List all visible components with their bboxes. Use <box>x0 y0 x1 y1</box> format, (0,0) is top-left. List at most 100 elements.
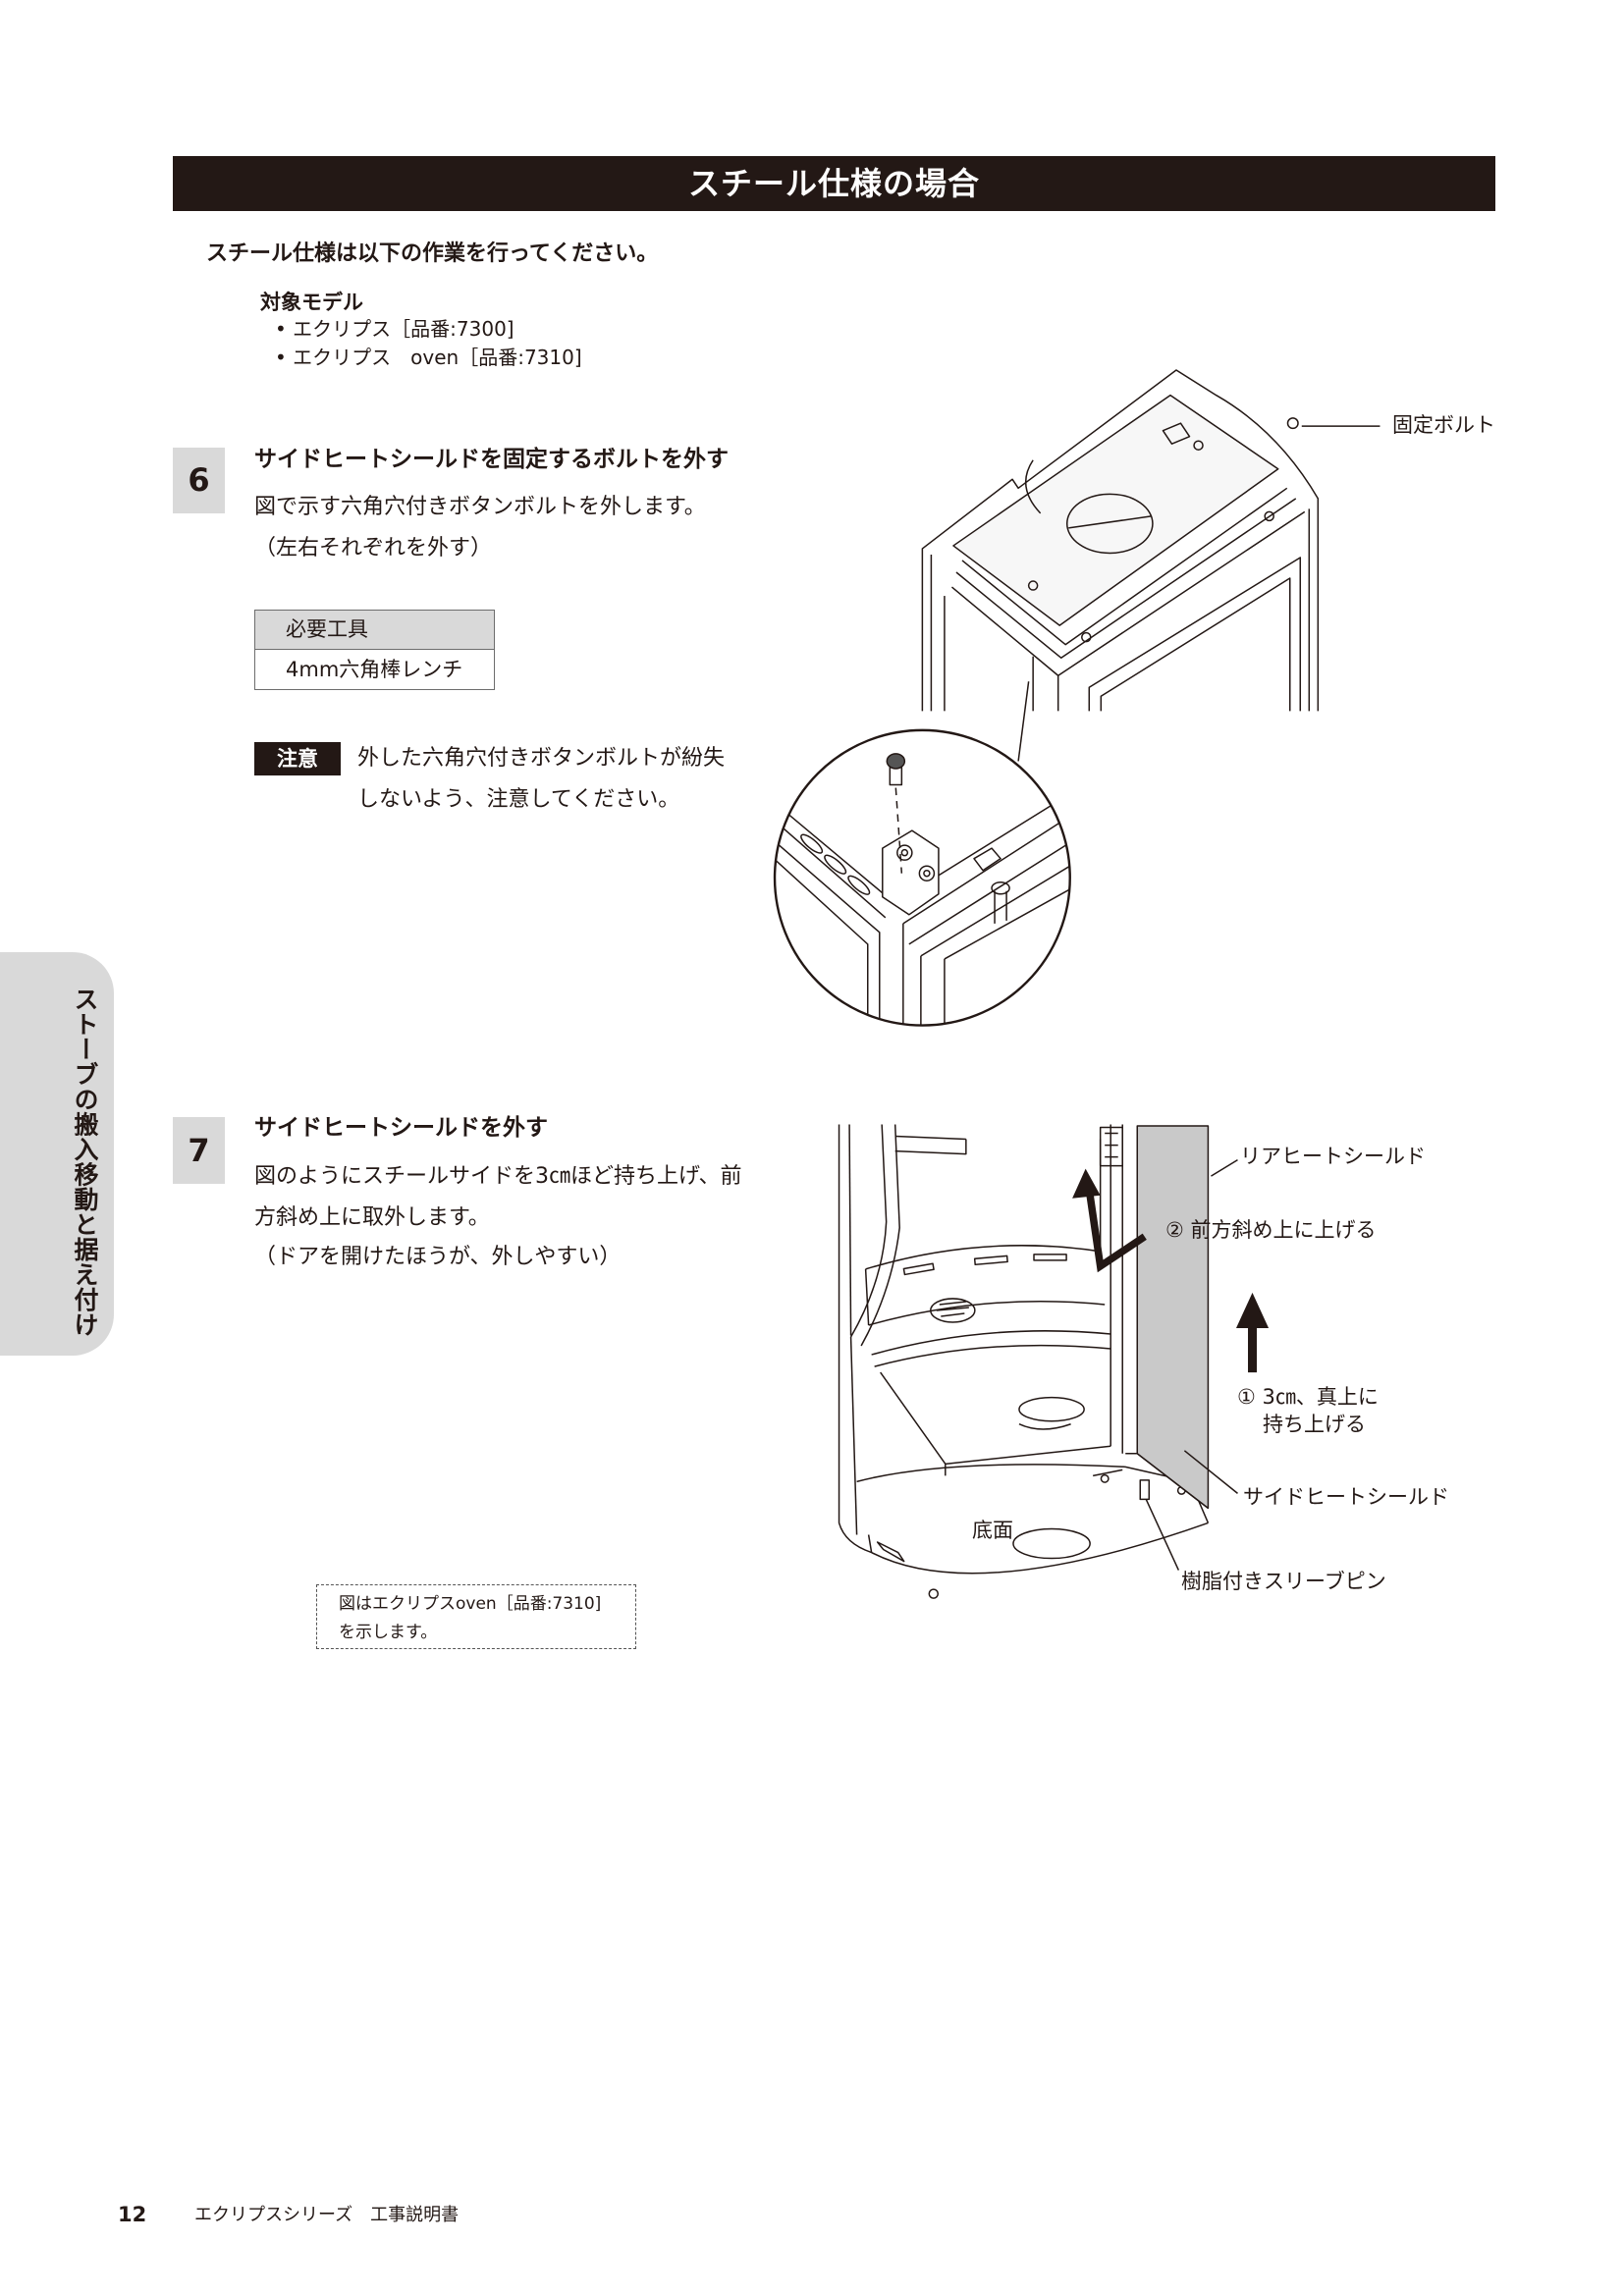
front-band <box>864 1269 869 1326</box>
step-6-text: （左右それぞれを外す） <box>254 536 493 561</box>
stove-bottom-drawing <box>838 1124 1209 1600</box>
chapter-side-tab-text: ストーブの搬入移動と据え付け <box>71 987 99 1337</box>
rear-shield-label: リアヒートシールド <box>1240 1145 1426 1168</box>
rail-line <box>775 852 869 1026</box>
figure-note-text: を示します。 <box>339 1623 438 1642</box>
stove-outline <box>921 369 1320 712</box>
step-6-title: サイドヒートシールドを固定するボルトを外す <box>254 447 729 472</box>
rail-line <box>775 814 887 919</box>
sleeve-pin-label: 樹脂付きスリーブピン <box>1181 1570 1386 1593</box>
section-title: スチール仕様の場合 <box>687 165 980 202</box>
figure-note-text: 図はエクリプスoven［品番:7310] <box>339 1594 602 1614</box>
intro-text: スチール仕様は以下の作業を行ってください。 <box>206 241 659 266</box>
stove-top-drawing <box>921 369 1380 762</box>
rail-line <box>902 810 1070 925</box>
target-models-heading: 対象モデル <box>260 291 363 314</box>
lower-band <box>873 1345 1110 1368</box>
front-band <box>864 1245 1101 1270</box>
lift-up-arrow-icon <box>1235 1293 1269 1373</box>
step-7-text: 図のようにスチールサイドを3㎝ほど持ち上げ、前 <box>254 1164 742 1189</box>
bottom-hole <box>1011 1527 1091 1560</box>
rail-line <box>920 861 1070 957</box>
back-bracket <box>1162 422 1191 445</box>
lift-forward-label: ② 前方斜め上に上げる <box>1165 1218 1377 1242</box>
removed-bolt-shaft <box>889 767 903 786</box>
bottom-label: 底面 <box>972 1519 1013 1542</box>
rail-slot <box>824 854 847 875</box>
flue-hole-split <box>1068 515 1152 529</box>
rear-bracket <box>1104 1132 1118 1158</box>
left-wall <box>849 1337 857 1535</box>
bracket <box>882 829 940 916</box>
removal-path-dashed <box>894 787 903 874</box>
figure-note-box: 図はエクリプスoven［品番:7310] を示します。 <box>316 1584 636 1649</box>
rail-slot <box>847 875 871 895</box>
frame-line <box>944 884 1070 960</box>
front-rail <box>955 498 1297 659</box>
door-frame <box>849 1124 887 1338</box>
upper-opening <box>894 1139 967 1155</box>
front-band <box>867 1301 1105 1326</box>
lift-up-label-2: 持ち上げる <box>1263 1413 1366 1436</box>
rail-line <box>775 834 881 1026</box>
leader-lines <box>1145 1159 1238 1572</box>
bolt-icon <box>896 844 913 861</box>
chapter-side-tab: ストーブの搬入移動と据え付け <box>0 952 114 1356</box>
bottom-plate <box>855 1464 1209 1523</box>
model-item: • エクリプス［品番:7300] <box>275 317 514 341</box>
movement-arrows <box>1071 1168 1269 1373</box>
stove-bottom-figure <box>838 1124 1269 1600</box>
removed-bolt-head-icon <box>886 753 906 770</box>
caution-text: 外した六角穴付きボタンボルトが紛失 <box>357 746 726 771</box>
footer-title: エクリプスシリーズ 工事説明書 <box>194 2205 460 2225</box>
step-7-text: 方斜め上に取外します。 <box>254 1205 490 1230</box>
side-shield-leader <box>1183 1450 1238 1495</box>
fixing-bolt-label: 固定ボルト <box>1392 413 1495 437</box>
rear-bracket <box>1099 1126 1123 1167</box>
side-heat-shield <box>1136 1125 1209 1510</box>
inner-hole <box>1017 1397 1085 1422</box>
step-number-6: 6 <box>173 448 225 513</box>
side-shield-edge <box>1124 1453 1209 1510</box>
lower-band <box>870 1330 1110 1356</box>
bolt-icon <box>900 848 909 857</box>
inner-floor <box>879 1371 1110 1466</box>
front-rail <box>961 487 1288 646</box>
rail-line <box>775 795 895 904</box>
required-tools-table: 必要工具 4mm六角棒レンチ <box>254 610 495 690</box>
section-header-bar: スチール仕様の場合 <box>173 156 1495 211</box>
flue-hole <box>1065 493 1154 555</box>
bolt-icon <box>1193 440 1204 451</box>
post-bolt-icon <box>991 881 1010 895</box>
bottom-plate <box>838 1522 1209 1575</box>
step-6-text: 図で示す六角穴付きボタンボルトを外します。 <box>254 495 706 519</box>
required-tools-header: 必要工具 <box>255 611 494 650</box>
door-frame <box>859 1124 900 1347</box>
upper-opening <box>894 1135 966 1141</box>
bolt-icon <box>1027 580 1039 591</box>
screw-icon <box>1100 1474 1110 1484</box>
bottom-slot <box>876 1541 904 1563</box>
step-7-title: サイドヒートシールドを外す <box>254 1115 548 1141</box>
stove-top-figure <box>773 369 1380 1027</box>
step-number-7: 7 <box>173 1117 225 1184</box>
door-frame <box>1100 577 1291 712</box>
bottom-plate <box>867 1534 872 1553</box>
lift-up-label: ① 3㎝、真上に <box>1237 1385 1379 1409</box>
inner-hole <box>1018 1423 1071 1430</box>
caution-badge: 注意 <box>254 742 341 775</box>
air-grill <box>929 1298 976 1323</box>
sleeve-pin-leader <box>1145 1499 1179 1572</box>
rail-slot <box>800 833 824 854</box>
foot-icon <box>928 1588 939 1600</box>
step-7-text: （ドアを開けたほうが、外しやすい） <box>254 1245 622 1269</box>
bolt-icon <box>923 869 931 878</box>
model-item: • エクリプス oven［品番:7310] <box>275 346 582 369</box>
magnifier-connector <box>1017 681 1030 762</box>
bottom-detail <box>1092 1468 1122 1477</box>
fixing-bolt-icon <box>1286 417 1299 430</box>
required-tools-value: 4mm六角棒レンチ <box>286 658 463 681</box>
sleeve-pin-icon <box>1139 1479 1150 1501</box>
top-plate <box>952 394 1279 626</box>
small-block <box>973 847 1001 872</box>
